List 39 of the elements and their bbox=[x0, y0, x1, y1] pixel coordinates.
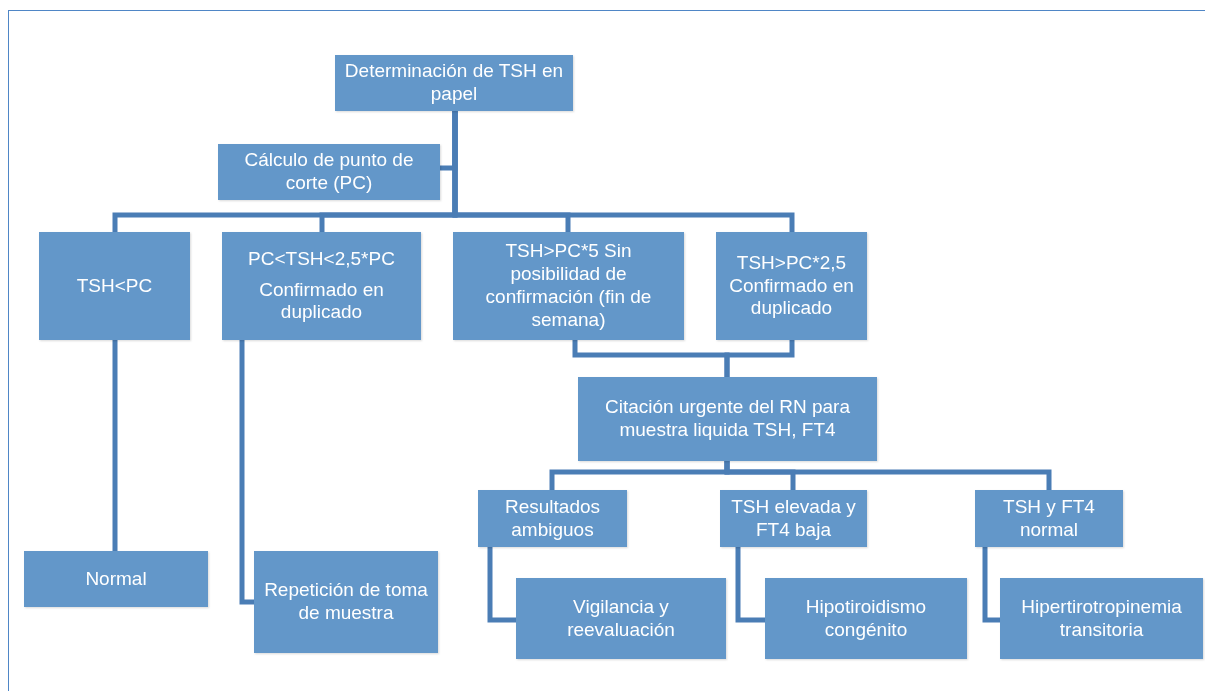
box-text: TSH>PC*5 Sin posibilidad de confirmación (fin de semana) bbox=[484, 240, 653, 332]
process-box bbox=[478, 490, 627, 547]
box-text: Cálculo de punto de corte (PC) bbox=[243, 149, 415, 195]
box-text: TSH<PC bbox=[76, 274, 153, 298]
connector-line bbox=[487, 547, 516, 623]
box-text: TSH y FT4 normal bbox=[1002, 495, 1096, 542]
process-box bbox=[222, 232, 421, 340]
box-text: Normal bbox=[85, 567, 147, 591]
process-box bbox=[335, 55, 573, 111]
process-box bbox=[578, 377, 877, 461]
process-box bbox=[716, 232, 867, 340]
box-text: Vigilancia y reevaluación bbox=[566, 595, 676, 642]
process-box bbox=[24, 551, 208, 607]
box-text: Determinación de TSH en papel bbox=[343, 60, 565, 106]
process-box bbox=[765, 578, 967, 659]
connector-line bbox=[735, 547, 765, 623]
connector-line bbox=[982, 547, 1000, 623]
process-box bbox=[39, 232, 190, 340]
box-text: TSH>PC*2,5 Confirmado en duplicado bbox=[728, 251, 855, 321]
process-box bbox=[453, 232, 684, 340]
process-box bbox=[218, 144, 440, 200]
connector-line bbox=[112, 340, 118, 551]
box-text: Citación urgente del RN para muestra liquida TSH, FT4 bbox=[604, 396, 851, 442]
process-box bbox=[720, 490, 867, 547]
process-box bbox=[1000, 578, 1203, 659]
box-text: Hipertirotropinemia transitoria bbox=[1020, 595, 1183, 642]
box-text: Repetición de toma de muestra bbox=[263, 579, 429, 625]
box-text: Resultados ambiguos bbox=[503, 495, 602, 542]
box-text: Confirmado en duplicado bbox=[258, 278, 385, 325]
process-box bbox=[975, 490, 1123, 547]
box-text: Hipotiroidismo congénito bbox=[804, 595, 928, 642]
box-text: TSH elevada y FT4 baja bbox=[730, 495, 857, 542]
connector-line bbox=[452, 111, 795, 232]
connector-line bbox=[724, 340, 795, 377]
process-box bbox=[516, 578, 726, 659]
connector-line bbox=[724, 461, 1052, 490]
connector-line bbox=[239, 340, 254, 605]
process-box bbox=[254, 551, 438, 653]
box-text: PC<TSH<2,5*PC bbox=[248, 247, 395, 271]
